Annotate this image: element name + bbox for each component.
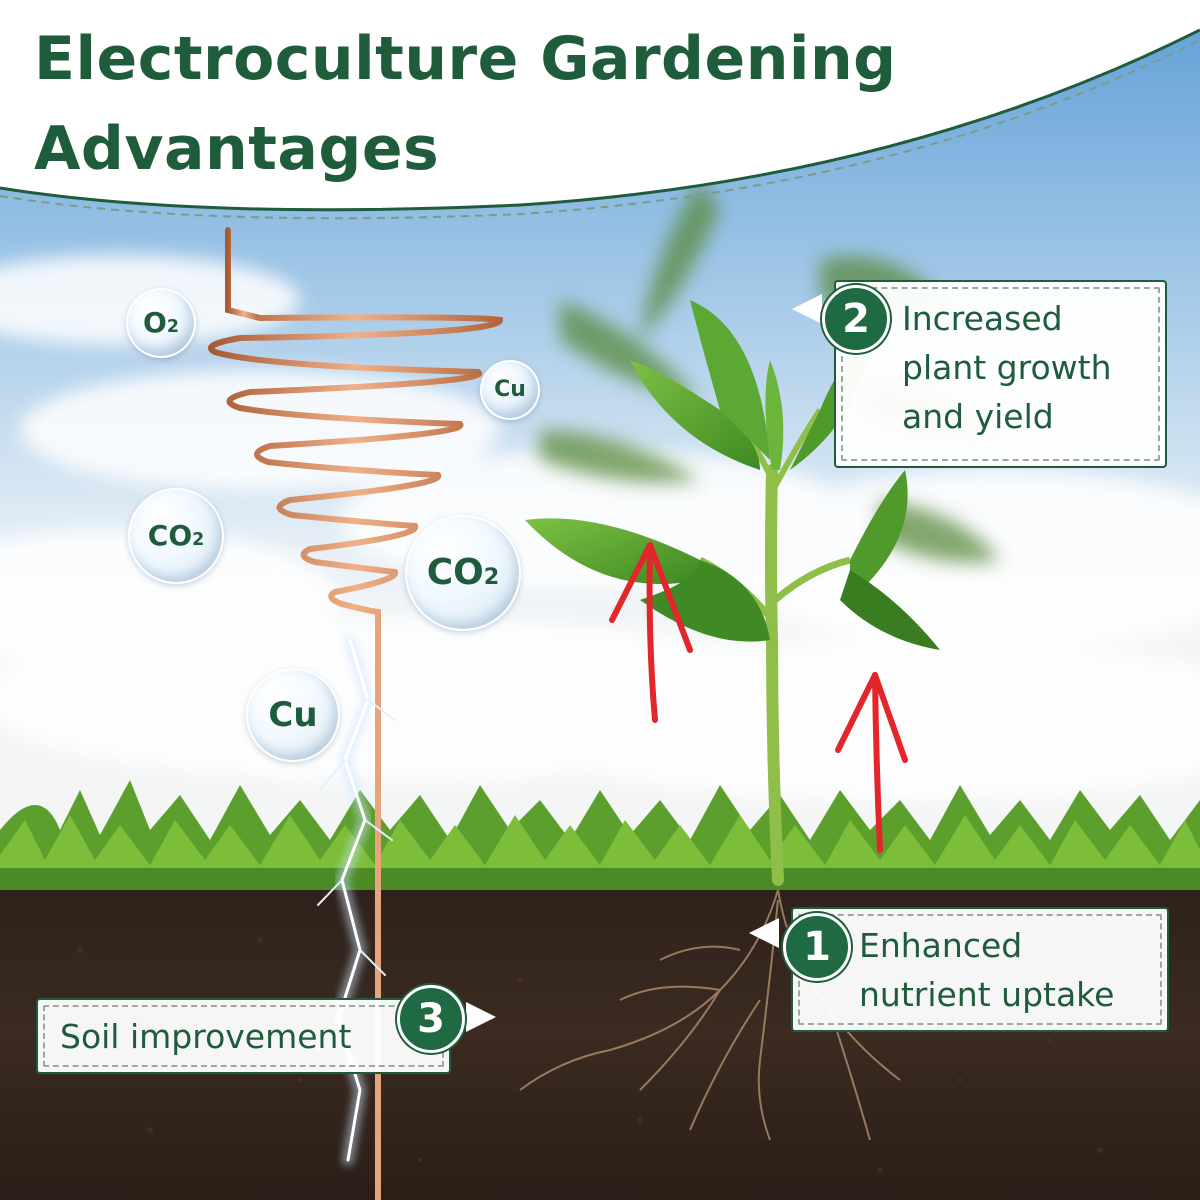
callout-text: Increased plant growth and yield — [902, 299, 1112, 436]
callout-nutrient-uptake: Enhanced nutrient uptake — [791, 907, 1169, 1032]
carbon-dioxide-bubble: CO2 — [128, 488, 224, 584]
callout-soil-improvement: Soil improvement — [36, 998, 451, 1074]
oxygen-bubble: O2 — [126, 288, 196, 358]
copper-bubble: Cu — [246, 668, 340, 762]
callout-pointer — [792, 294, 822, 324]
copper-bubble: Cu — [480, 360, 540, 420]
callout-text: Enhanced nutrient uptake — [859, 926, 1115, 1014]
carbon-dioxide-bubble: CO2 — [405, 515, 521, 631]
grass — [0, 780, 1200, 890]
callout-text: Soil improvement — [60, 1017, 352, 1056]
header-dashed-line — [0, 39, 1200, 220]
page-title: Electroculture Gardening Advantages — [34, 14, 897, 194]
title-line-1: Electroculture Gardening — [34, 24, 897, 94]
header-border-line — [0, 28, 1200, 212]
callout-pointer — [466, 1002, 496, 1032]
title-line-2: Advantages — [34, 114, 440, 184]
copper-spiral-antenna-icon — [207, 227, 504, 1200]
callout-pointer — [749, 918, 779, 948]
header-panel — [0, 0, 1200, 210]
soil-texture — [77, 937, 1103, 1173]
callout-plant-growth: Increased plant growth and yield — [834, 280, 1167, 468]
callout-number-badge: 1 — [783, 913, 851, 981]
callout-number-badge: 3 — [397, 985, 465, 1053]
red-growth-arrow-icon — [609, 542, 908, 853]
callout-number-badge: 2 — [822, 285, 890, 353]
